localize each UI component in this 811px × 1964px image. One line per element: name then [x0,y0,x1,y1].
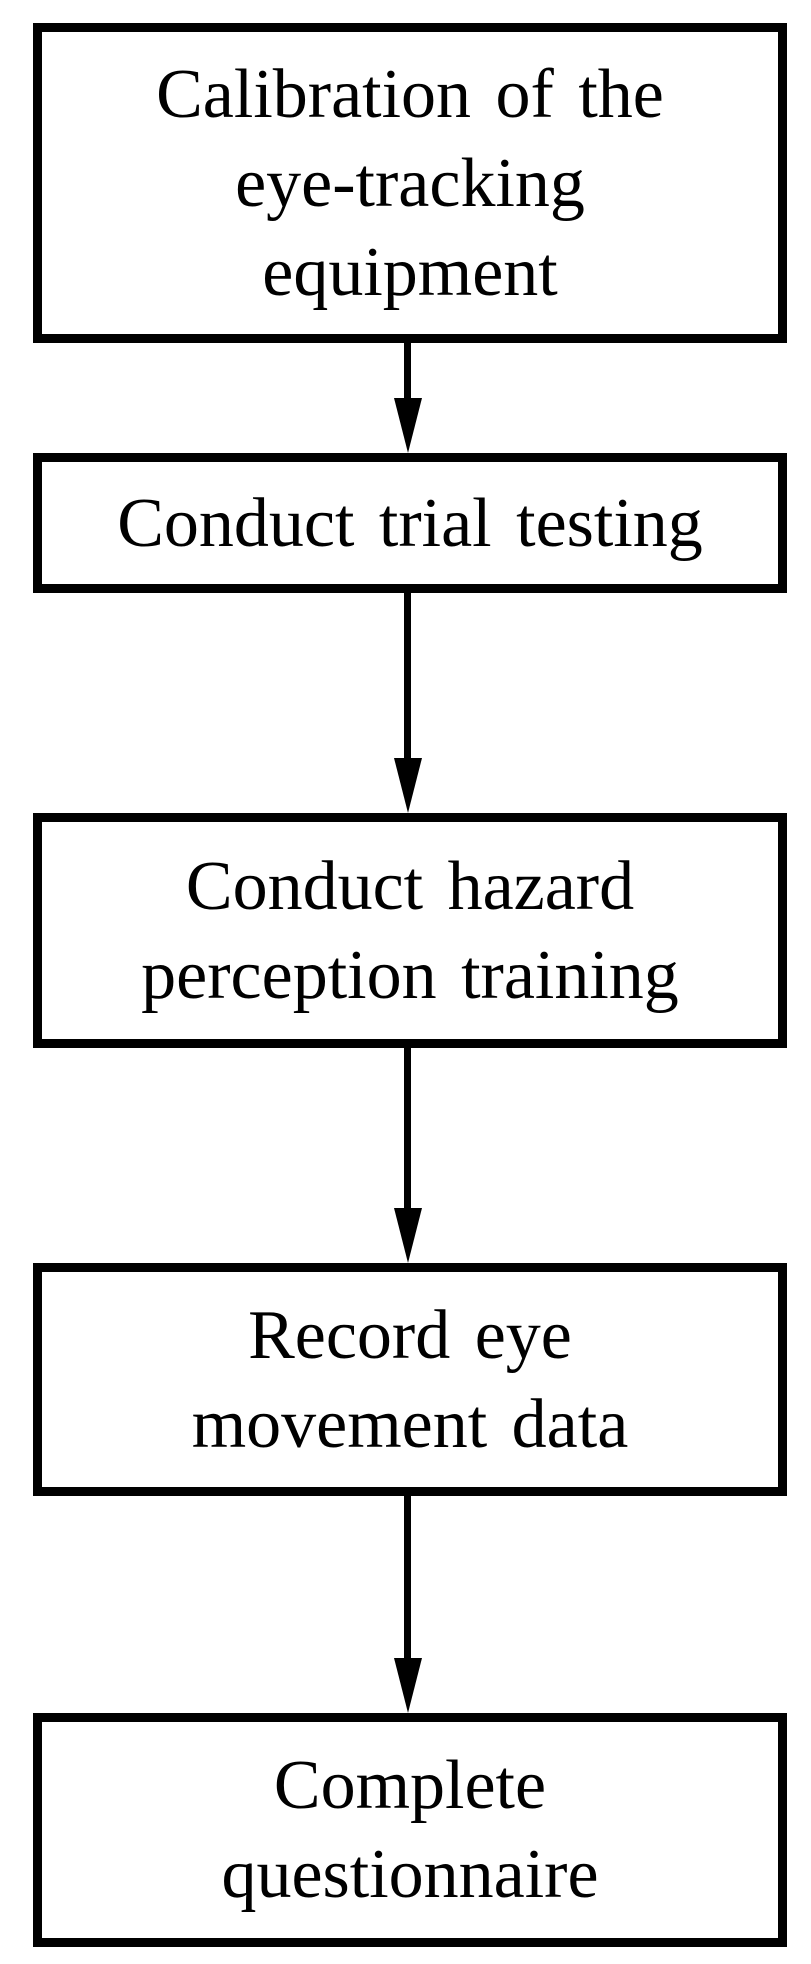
flow-step-calibration: Calibration of the eye-tracking equipmen… [33,23,787,343]
flow-step-calibration-label: Calibration of the eye-tracking equipmen… [156,50,664,317]
down-arrow-icon [394,1658,422,1713]
step-label-line: equipment [262,233,558,311]
down-arrow-icon [394,758,422,813]
step-label-line: perception training [141,936,679,1014]
step-label-line: Conduct hazard [185,847,635,925]
flow-step-trial-testing-label: Conduct trial testing [117,479,703,568]
flow-step-trial-testing: Conduct trial testing [33,453,787,593]
flow-step-record-eye-movement: Record eye movement data [33,1263,787,1496]
step-label-line: Complete [273,1747,547,1824]
step-label-line: questionnaire [221,1836,599,1913]
flow-arrow-2-stem [404,593,411,761]
flow-step-hazard-perception-training-label: Conduct hazard perception training [141,842,679,1020]
flow-step-complete-questionnaire-label: Complete questionnaire [221,1741,598,1919]
flow-step-hazard-perception-training: Conduct hazard perception training [33,813,787,1048]
down-arrow-icon [394,398,422,453]
flow-arrow-4-stem [404,1496,411,1661]
step-label-line: Record eye [248,1296,572,1374]
down-arrow-icon [394,1208,422,1263]
step-label-line: eye-tracking [235,144,585,222]
step-label-line: movement data [191,1385,629,1463]
step-label-line: Conduct trial testing [117,484,703,562]
flow-arrow-3-stem [404,1048,411,1211]
step-label-line: Calibration of the [156,55,664,133]
flow-step-record-eye-movement-label: Record eye movement data [192,1291,629,1469]
flow-arrow-1-stem [404,343,411,401]
flow-step-complete-questionnaire: Complete questionnaire [33,1713,787,1947]
